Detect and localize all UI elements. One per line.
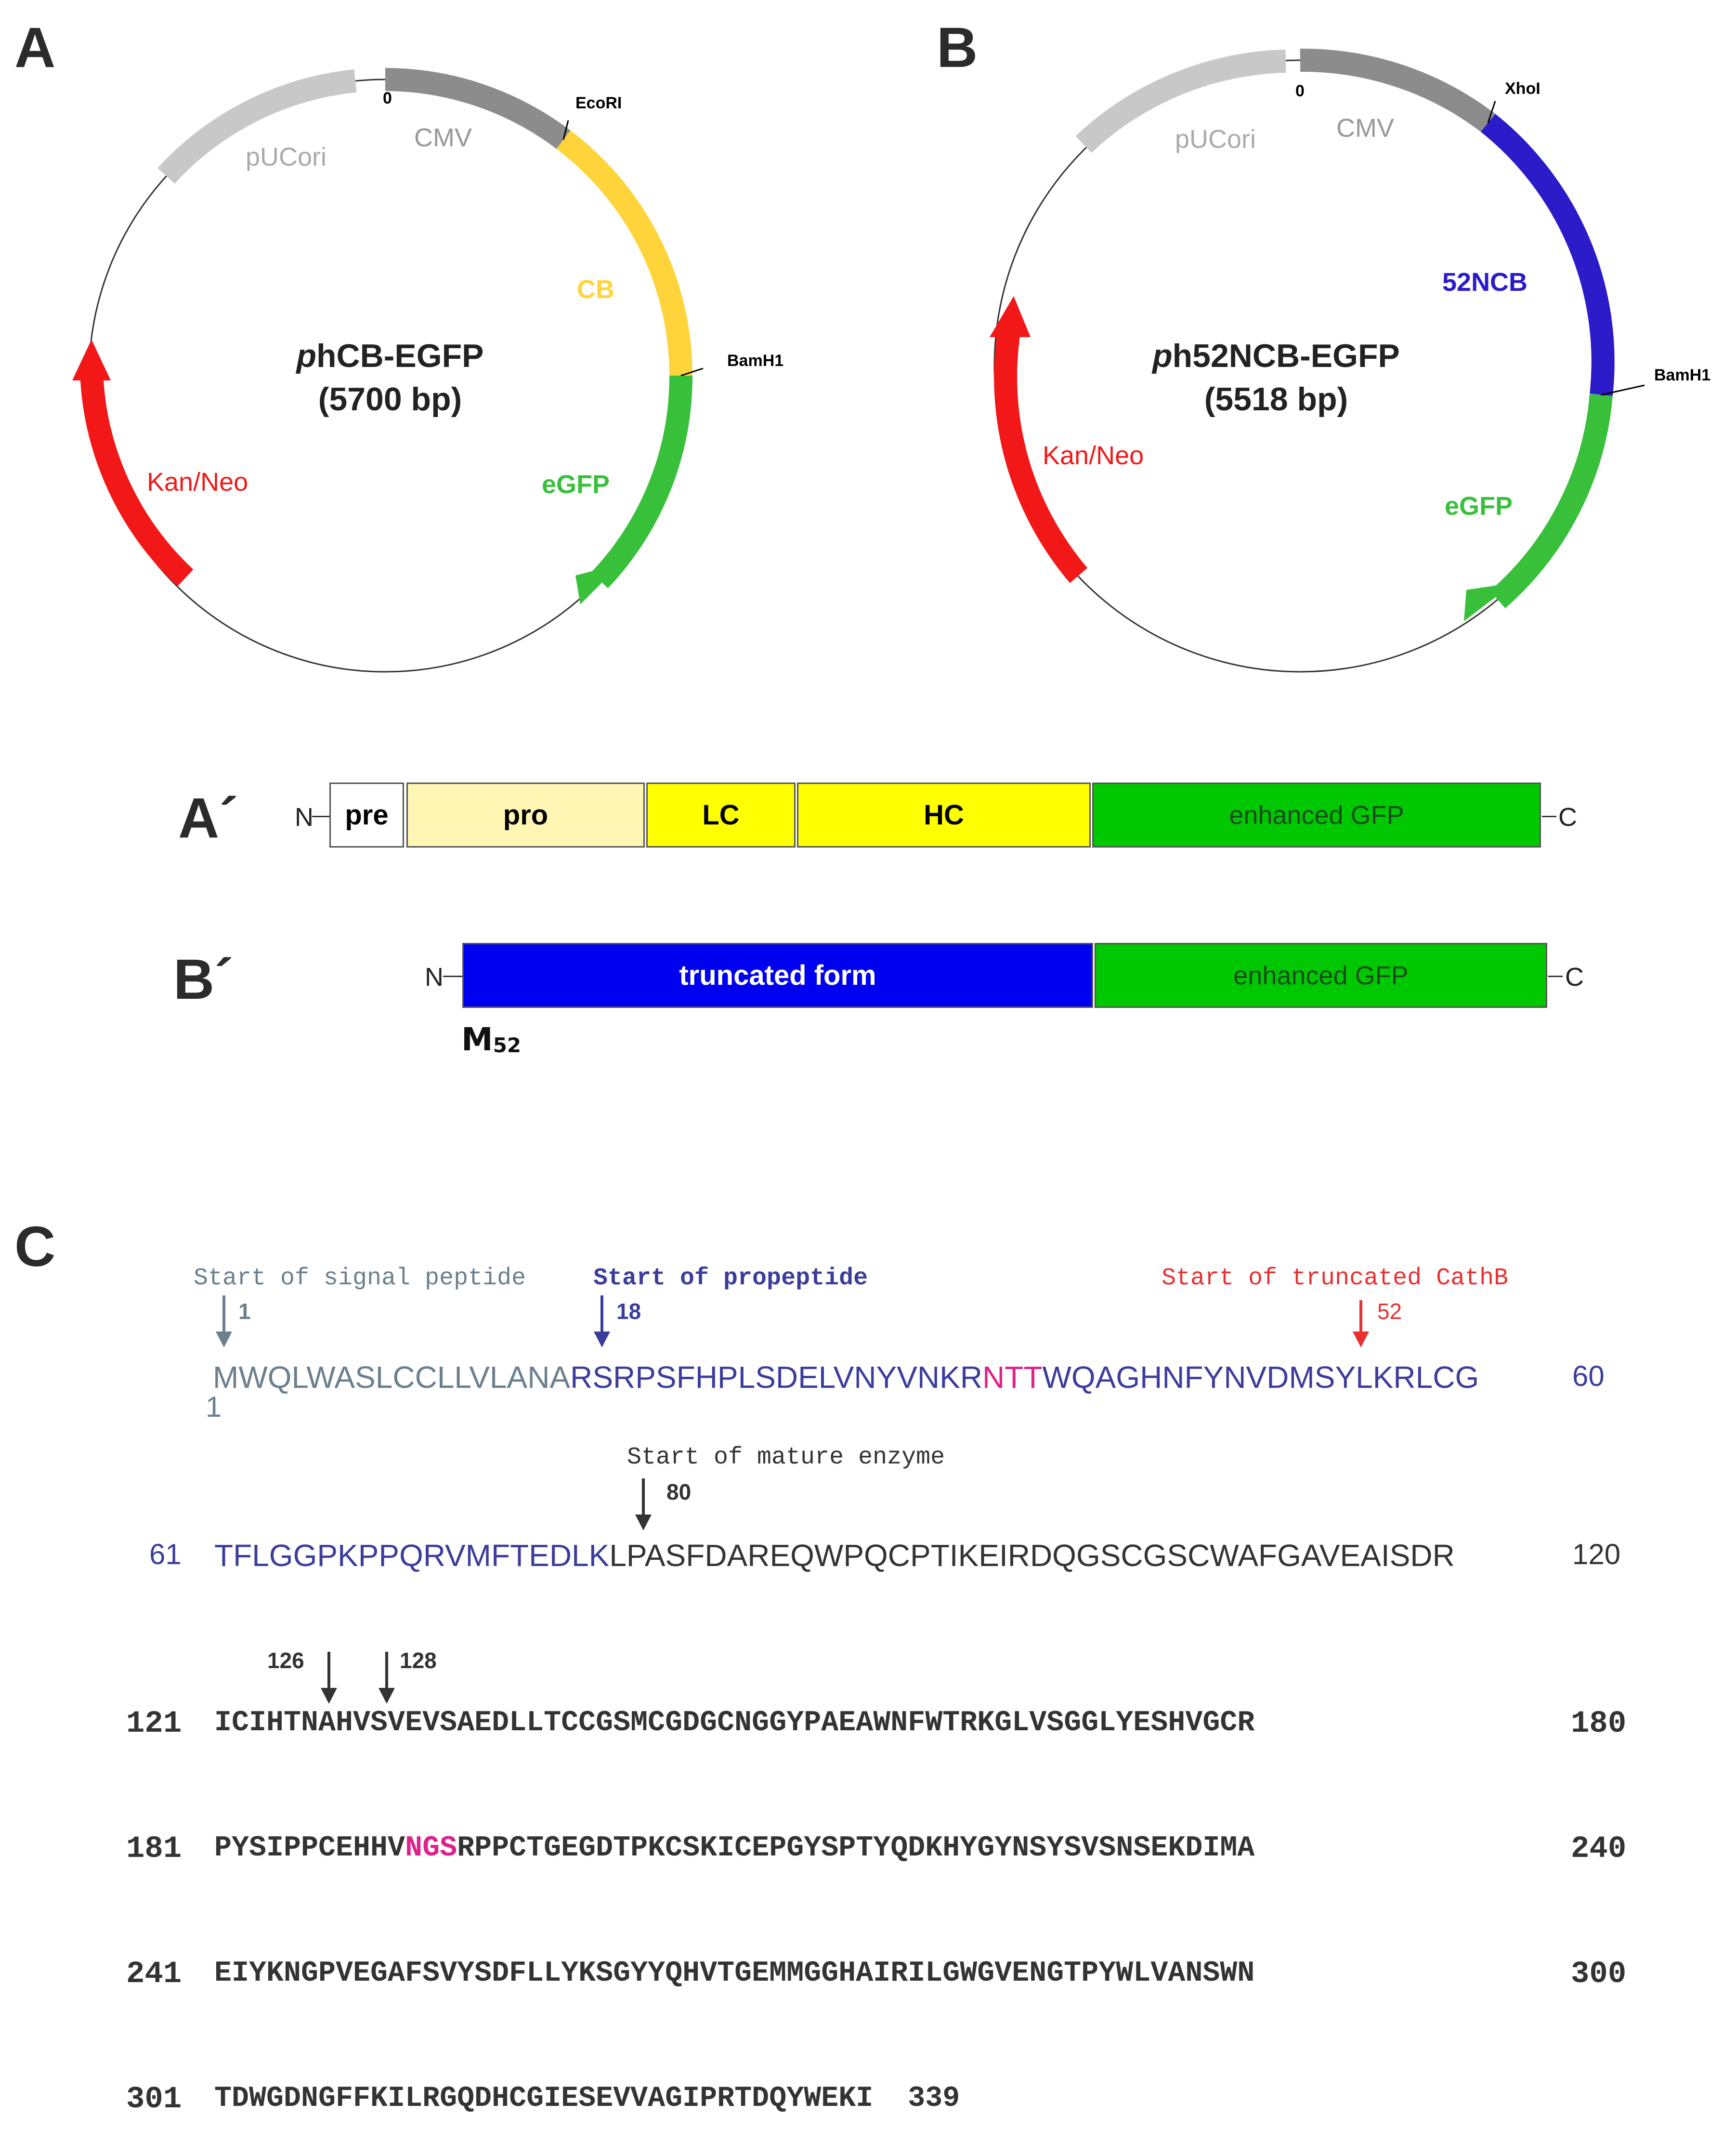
label-mature-enzyme: Start of mature enzyme	[627, 1444, 945, 1471]
seq-line-1-end: 60	[1572, 1360, 1605, 1392]
kan-segment-b	[994, 330, 1088, 583]
panel-a-prime-letter: A´	[178, 786, 238, 850]
start-residue-m52: M52	[461, 1021, 522, 1058]
marker-1: 1	[238, 1299, 251, 1324]
seq-line-4-start: 181	[126, 1832, 182, 1867]
panel-c-letter: C	[14, 1215, 56, 1279]
ecori-label: EcoRI	[575, 94, 622, 112]
seq-line-2-end: 120	[1572, 1538, 1621, 1570]
plasmid-map-a	[72, 68, 704, 673]
seq-line-3-start: 121	[126, 1707, 182, 1741]
marker-18: 18	[616, 1299, 641, 1324]
label-propeptide: Start of propeptide	[593, 1265, 868, 1292]
domain-truncated: truncated form	[462, 943, 1093, 1008]
puc-ori-segment-b	[1075, 50, 1286, 153]
cmv-label-b: CMV	[1336, 114, 1394, 143]
ncb-segment-b	[1481, 114, 1615, 396]
arrows-row1	[216, 1295, 1369, 1347]
seq-line-6-body: TDWGDNGFFKILRGQDHCGIESEVVAGIPRTDQYWEKI 3…	[214, 2082, 960, 2115]
plasmid-name-b-rest: h52NCB-EGFP	[1172, 338, 1400, 374]
plasmid-map-b	[990, 48, 1645, 673]
panel-b-prime-letter: B´	[173, 948, 234, 1011]
arrow-mature	[635, 1478, 652, 1530]
panel-a-letter: A	[14, 16, 56, 79]
seq-line-4-body: PYSIPPCEHHVNGSRPPCTGEGDTPKCSKICEPGYSPTYQ…	[214, 1832, 1255, 1865]
seq-line-1: 1	[169, 1362, 222, 1424]
egfp-label-a: eGFP	[542, 470, 610, 499]
c-terminus-b: C	[1565, 963, 1584, 992]
cmv-segment-a	[385, 68, 571, 149]
egfp-arrowhead-b	[1464, 583, 1514, 621]
panel-b-letter: B	[937, 16, 978, 79]
cmv-label-a: CMV	[414, 123, 472, 152]
marker-52: 52	[1377, 1299, 1402, 1324]
arrows-126-128	[321, 1652, 395, 1704]
plasmid-name-b: ph52NCB-EGFP	[1146, 337, 1406, 375]
seq-line-3-body: ICIHTNAHVSVEVSAEDLLTCCGSMCGDGCNGGYPAEAWN…	[214, 1707, 1255, 1739]
puc-ori-segment-a	[157, 69, 357, 184]
plasmid-name-a-rest: hCB-EGFP	[316, 338, 484, 374]
plasmid-name-b-prefix: p	[1152, 338, 1173, 374]
domain-lc: LC	[646, 783, 796, 848]
egfp-arrowhead-a	[575, 563, 621, 604]
plasmid-size-b: (5518 bp)	[1204, 381, 1348, 418]
domain-hc: HC	[797, 783, 1091, 848]
kan-segment-a	[80, 370, 194, 587]
bamh1-label-a: BamH1	[727, 352, 784, 370]
kan-arrowhead-b	[990, 296, 1031, 337]
ncb-label: 52NCB	[1442, 268, 1528, 297]
cmv-segment-b	[1300, 48, 1495, 132]
domain-pro: pro	[406, 783, 645, 848]
xhoi-label: XhoI	[1505, 79, 1540, 98]
domain-egfp-a: enhanced GFP	[1092, 783, 1541, 848]
domain-egfp-b: enhanced GFP	[1095, 943, 1547, 1008]
origin-label-a: 0	[383, 89, 392, 107]
egfp-segment-b	[1490, 393, 1613, 609]
plasmid-size-a: (5700 bp)	[318, 381, 462, 418]
kan-arrowhead-a	[72, 340, 111, 380]
plasmid-name-a: phCB-EGFP	[284, 337, 496, 375]
seq-line-2-start: 61	[149, 1538, 182, 1570]
domain-pre: pre	[329, 783, 404, 848]
seq-line-6-start: 301	[126, 2082, 182, 2117]
origin-label-b: 0	[1295, 82, 1305, 100]
seq-line-1-start: 1	[205, 1391, 222, 1423]
n-terminus-a: N	[295, 803, 313, 832]
seq-line-2-body: TFLGGPKPPQRVMFTEDLKLPASFDAREQWPQCPTIKEIR…	[214, 1538, 1455, 1573]
label-signal-peptide: Start of signal peptide	[194, 1265, 526, 1292]
c-terminus-a: C	[1558, 803, 1577, 832]
marker-80: 80	[666, 1479, 692, 1504]
seq-line-5-body: EIYKNGPVEGAFSVYSDFLLYKSGYYQHVTGEMMGGHAIR…	[214, 1957, 1255, 1990]
cb-label: CB	[577, 275, 614, 304]
marker-128: 128	[400, 1648, 437, 1673]
cb-segment-a	[556, 130, 692, 376]
puc-ori-label-b: pUCori	[1175, 125, 1256, 154]
kan-label-a: Kan/Neo	[147, 468, 248, 496]
kan-label-b: Kan/Neo	[1043, 441, 1144, 470]
marker-126: 126	[267, 1648, 304, 1673]
label-truncated-cathb: Start of truncated CathB	[1162, 1265, 1509, 1292]
egfp-segment-a	[591, 375, 693, 588]
egfp-label-b: eGFP	[1445, 492, 1513, 521]
plasmid-name-a-prefix: p	[296, 338, 316, 374]
seq-line-5-start: 241	[126, 1957, 182, 1992]
bamh1-label-b: BamH1	[1654, 366, 1711, 384]
seq-line-1-body: MWQLWASLCCLLVLANARSRPSFHPLSDELVNYVNKRNTT…	[213, 1360, 1479, 1395]
seq-line-5-end: 300	[1571, 1957, 1627, 1992]
puc-ori-label-a: pUCori	[246, 143, 327, 171]
n-terminus-b: N	[425, 963, 444, 992]
seq-line-3-end: 180	[1571, 1707, 1627, 1741]
seq-line-4-end: 240	[1571, 1832, 1627, 1867]
